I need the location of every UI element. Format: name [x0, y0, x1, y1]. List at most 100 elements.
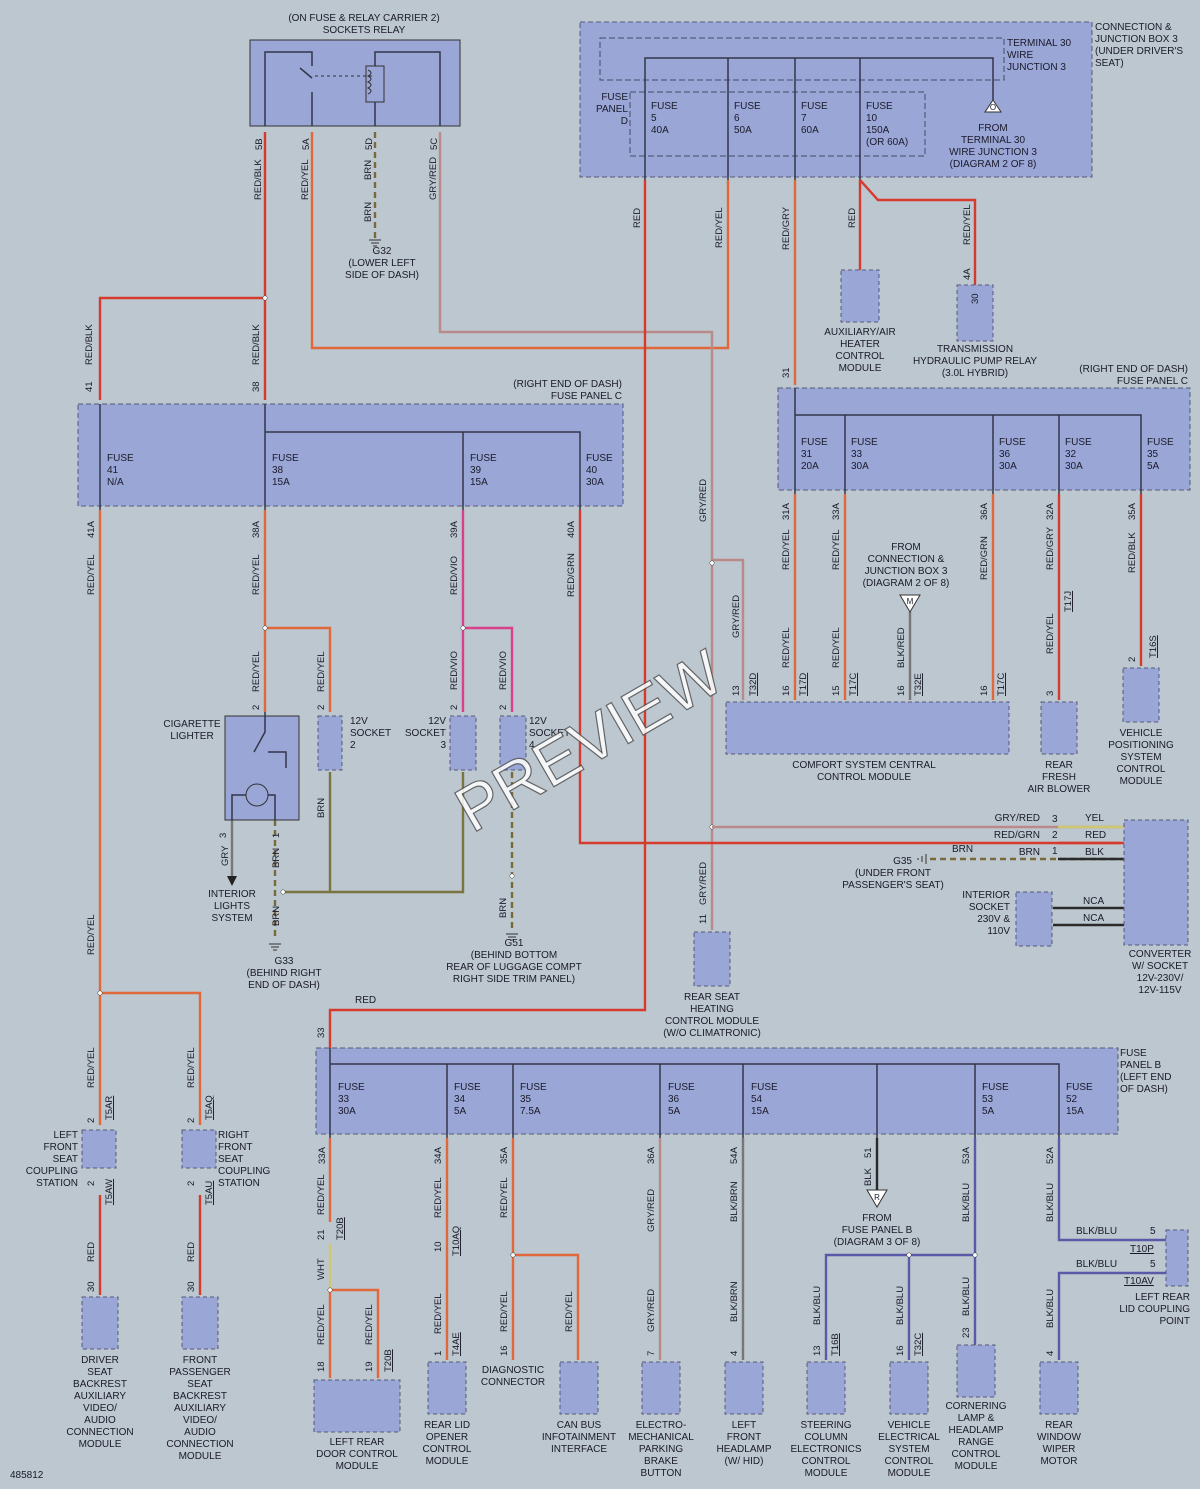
svg-text:CONNECTION &: CONNECTION & [868, 554, 945, 565]
svg-text:FUSE: FUSE [801, 437, 828, 448]
svg-text:10: 10 [433, 1241, 444, 1252]
svg-text:38: 38 [272, 465, 284, 476]
svg-text:RED/YEL: RED/YEL [86, 554, 97, 595]
relay-location: (ON FUSE & RELAY CARRIER 2) [288, 13, 439, 24]
svg-text:FUSE: FUSE [651, 101, 678, 112]
svg-text:FUSE: FUSE [734, 101, 761, 112]
svg-text:NCA: NCA [1083, 896, 1104, 907]
svg-text:RED: RED [1085, 830, 1106, 841]
svg-text:COUPLING: COUPLING [26, 1166, 78, 1177]
svg-text:FUSE PANEL C: FUSE PANEL C [551, 391, 622, 402]
svg-text:TERMINAL 30: TERMINAL 30 [1007, 38, 1072, 49]
cornering-lamp-module: 23 CORNERING LAMP & HEADLAMP RANGE CONTR… [945, 1327, 1006, 1472]
driver-av-module: DRIVER SEAT BACKREST AUXILIARY VIDEO/ AU… [66, 1296, 134, 1450]
svg-text:VIDEO/: VIDEO/ [83, 1403, 117, 1414]
svg-text:RED/BLK: RED/BLK [1127, 532, 1138, 573]
svg-text:FUSE: FUSE [1065, 437, 1092, 448]
svg-text:PANEL: PANEL [596, 104, 628, 115]
svg-text:SOCKET: SOCKET [969, 902, 1010, 913]
svg-text:POINT: POINT [1159, 1316, 1190, 1327]
svg-text:GRY/RED: GRY/RED [428, 157, 439, 200]
svg-text:CONTROL: CONTROL [802, 1456, 851, 1467]
ground-g32: G32 (LOWER LEFT SIDE OF DASH) [345, 239, 419, 281]
svg-text:4: 4 [1045, 1351, 1056, 1356]
svg-text:60A: 60A [801, 125, 819, 136]
svg-text:6: 6 [734, 113, 740, 124]
svg-text:T5AW: T5AW [104, 1179, 115, 1205]
svg-text:36A: 36A [646, 1146, 657, 1164]
svg-text:32A: 32A [1045, 502, 1056, 520]
svg-text:32: 32 [1065, 449, 1077, 460]
svg-text:HEADLAMP: HEADLAMP [948, 1425, 1003, 1436]
svg-text:OF DASH): OF DASH) [1120, 1084, 1168, 1095]
svg-text:4: 4 [729, 1351, 740, 1356]
rear-seat-heating-module: REAR SEAT HEATING CONTROL MODULE (W/O CL… [663, 931, 761, 1039]
svg-text:BRN: BRN [363, 160, 374, 180]
svg-text:SEAT: SEAT [218, 1154, 243, 1165]
svg-text:FUSE: FUSE [470, 453, 497, 464]
svg-text:MOTOR: MOTOR [1040, 1456, 1077, 1467]
svg-text:ELECTRONICS: ELECTRONICS [790, 1444, 861, 1455]
ref-triangle-icon [984, 99, 1002, 113]
svg-text:2: 2 [498, 705, 509, 710]
svg-text:30: 30 [86, 1281, 97, 1292]
svg-text:RED/YEL: RED/YEL [499, 1291, 510, 1332]
svg-text:40A: 40A [566, 520, 577, 538]
svg-text:38A: 38A [251, 520, 262, 538]
svg-text:BLK/BLU: BLK/BLU [961, 1277, 972, 1316]
right-front-seat-coupling: RED/YEL 2 T5AQ 2 T5AU RIGHT FRONT SEAT C… [181, 1047, 270, 1292]
svg-text:(DIAGRAM 2 OF 8): (DIAGRAM 2 OF 8) [950, 159, 1037, 170]
svg-text:4: 4 [529, 740, 535, 751]
svg-text:GRY/RED: GRY/RED [698, 862, 709, 905]
svg-text:50A: 50A [734, 125, 752, 136]
svg-text:MODULE: MODULE [888, 1468, 931, 1479]
svg-text:CONTROL: CONTROL [885, 1456, 934, 1467]
svg-text:FUSE PANEL B: FUSE PANEL B [842, 1225, 913, 1236]
diagram-id: 485812 [10, 1470, 44, 1481]
svg-text:(LEFT END: (LEFT END [1120, 1072, 1172, 1083]
svg-text:FUSE: FUSE [601, 92, 628, 103]
svg-text:5A: 5A [982, 1106, 995, 1117]
svg-text:CAN BUS: CAN BUS [557, 1420, 602, 1431]
svg-text:BRN: BRN [271, 848, 282, 868]
cigarette-lighter: CIGARETTE LIGHTER 2 3 1 GRY BRN INTERIOR… [163, 705, 300, 924]
svg-text:FROM: FROM [978, 123, 1007, 134]
svg-text:2: 2 [186, 1118, 197, 1123]
svg-text:LEFT: LEFT [54, 1130, 78, 1141]
svg-text:12V: 12V [350, 716, 368, 727]
svg-text:LEFT: LEFT [732, 1420, 756, 1431]
svg-text:35: 35 [520, 1094, 532, 1105]
svg-text:W/ SOCKET: W/ SOCKET [1132, 961, 1188, 972]
vehicle-electrical-module: 16 T32C VEHICLE ELECTRICAL SYSTEM CONTRO… [878, 1333, 940, 1479]
svg-text:PARKING: PARKING [639, 1444, 683, 1455]
svg-text:GRY/RED: GRY/RED [646, 1289, 657, 1332]
svg-text:FUSE: FUSE [1066, 1082, 1093, 1093]
svg-text:VEHICLE: VEHICLE [888, 1420, 931, 1431]
wires-mid-right [793, 494, 1143, 700]
svg-text:39: 39 [470, 465, 482, 476]
svg-text:36: 36 [668, 1094, 680, 1105]
svg-text:AUXILIARY/AIR: AUXILIARY/AIR [824, 327, 896, 338]
svg-text:BLK: BLK [863, 1167, 874, 1186]
svg-text:CONNECTION: CONNECTION [66, 1427, 133, 1438]
svg-text:15A: 15A [272, 477, 290, 488]
svg-text:36A: 36A [979, 502, 990, 520]
svg-text:1: 1 [271, 833, 282, 838]
svg-text:31: 31 [801, 449, 813, 460]
svg-text:33: 33 [338, 1094, 350, 1105]
svg-text:SOCKET: SOCKET [529, 728, 570, 739]
svg-text:COUPLING: COUPLING [218, 1166, 270, 1177]
svg-text:CORNERING: CORNERING [945, 1401, 1006, 1412]
svg-text:BACKREST: BACKREST [73, 1379, 127, 1390]
svg-text:FUSE: FUSE [866, 101, 893, 112]
svg-text:RED/YEL: RED/YEL [499, 1177, 510, 1218]
svg-text:2: 2 [86, 1118, 97, 1123]
transmission-pump-relay: 4A 30 TRANSMISSION HYDRAULIC PUMP RELAY … [913, 268, 1037, 379]
svg-text:35A: 35A [1127, 502, 1138, 520]
svg-text:RED/YEL: RED/YEL [316, 1174, 327, 1215]
svg-text:ELECTRICAL: ELECTRICAL [878, 1432, 940, 1443]
svg-text:BACKREST: BACKREST [173, 1391, 227, 1402]
svg-text:DOOR CONTROL: DOOR CONTROL [316, 1449, 398, 1460]
svg-text:BLK/BLU: BLK/BLU [812, 1286, 823, 1325]
svg-text:CONTROL MODULE: CONTROL MODULE [817, 772, 911, 783]
